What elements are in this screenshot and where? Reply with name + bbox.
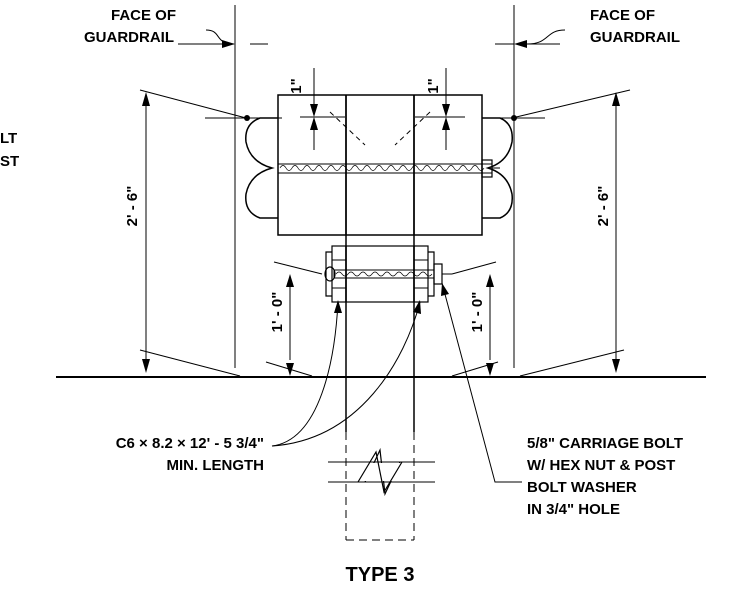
drawing-title: TYPE 3 xyxy=(346,564,415,586)
leader-bolt-arrow xyxy=(441,283,449,296)
dim-26-right-arrow-bottom xyxy=(612,359,620,373)
dim-10-right-arrow-top xyxy=(486,274,494,287)
dim-10-right-arrow-bottom xyxy=(486,363,494,376)
lower-nut xyxy=(433,263,443,285)
leader-channel-2 xyxy=(271,301,421,447)
ref-bottom-right xyxy=(519,349,625,377)
dim-26-right-arrow-top xyxy=(612,92,620,106)
ref-dot-left xyxy=(244,115,250,121)
label-bolt-1: 5/8" CARRIAGE BOLT xyxy=(527,435,683,452)
offset-dash-left xyxy=(329,111,366,146)
label-face-right-2: GUARDRAIL xyxy=(590,29,680,46)
dim-1-right-arrow-up xyxy=(442,117,450,130)
lower-channel-right-flange xyxy=(428,251,435,297)
w-beam-left xyxy=(245,117,278,219)
label-face-left-2: GUARDRAIL xyxy=(84,29,174,46)
lower-bolt-head xyxy=(324,266,336,282)
ref-top-right xyxy=(511,89,631,119)
lower-channel-left-flange xyxy=(325,251,332,297)
offset-dash-right xyxy=(394,111,431,146)
ref-mid-right xyxy=(451,261,497,275)
label-bolt-3: BOLT WASHER xyxy=(527,479,637,496)
leader-channel-1-arrow xyxy=(334,300,342,313)
dim-1-right-arrow-down xyxy=(442,104,450,117)
dim-26-left-arrow-top xyxy=(142,92,150,106)
label-bolt-4: IN 3/4" HOLE xyxy=(527,501,620,518)
w-beam-right xyxy=(482,117,513,219)
label-face-left-1: FACE OF xyxy=(111,7,176,24)
upper-blockout xyxy=(277,94,483,236)
label-channel-2: MIN. LENGTH xyxy=(167,457,265,474)
dim-10-left-arrow-top xyxy=(286,274,294,287)
face-right-arrowhead xyxy=(514,40,527,48)
leader-bolt xyxy=(441,282,522,483)
ref-mid-left-bottom xyxy=(265,361,313,377)
label-face-right-1: FACE OF xyxy=(590,7,655,24)
label-channel-1: C6 × 8.2 × 12' - 5 3/4" xyxy=(116,435,264,452)
leader-channel-1 xyxy=(271,301,339,447)
dim-1-left-arrow-down xyxy=(310,104,318,117)
leader-channel-2-arrow xyxy=(413,300,421,314)
ref-top-left xyxy=(139,89,247,119)
label-dim-1-right: 1" xyxy=(425,78,442,93)
lower-channel xyxy=(331,245,429,303)
face-left-leader xyxy=(205,29,235,45)
label-bolt-partial-2: ST xyxy=(0,153,19,170)
upper-bolt-thread xyxy=(279,165,485,171)
dim-1-left-arrow-up xyxy=(310,117,318,130)
label-bolt-partial-1: LT xyxy=(0,130,17,147)
dim-26-left-arrow-bottom xyxy=(142,359,150,373)
ref-mid-right-bottom xyxy=(451,361,499,377)
break-zigzag-2 xyxy=(357,450,403,494)
ref-dot-right xyxy=(511,115,517,121)
label-dim-26-right: 2' - 6" xyxy=(595,186,612,227)
lower-bolt-thread xyxy=(335,271,433,277)
label-dim-10-left: 1' - 0" xyxy=(269,292,286,333)
label-bolt-2: W/ HEX NUT & POST xyxy=(527,457,675,474)
label-dim-1-left: 1" xyxy=(288,78,305,93)
face-right-leader xyxy=(526,29,566,45)
ref-mid-left xyxy=(273,261,323,275)
label-dim-10-right: 1' - 0" xyxy=(469,292,486,333)
label-dim-26-left: 2' - 6" xyxy=(124,186,141,227)
ref-bottom-left xyxy=(139,349,241,377)
